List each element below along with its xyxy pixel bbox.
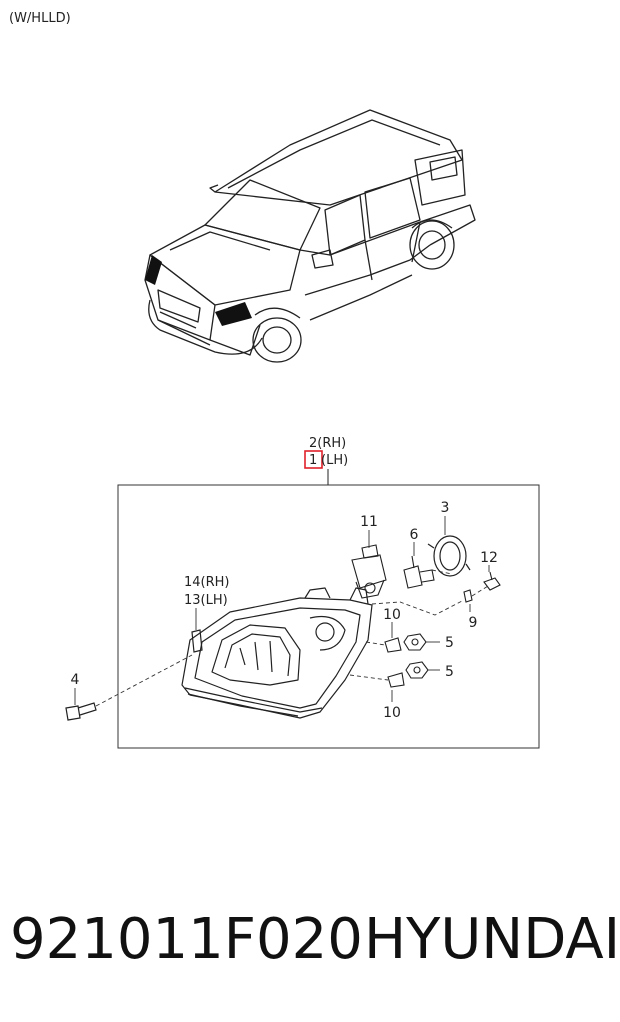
callout-main-lh-number: 1	[309, 453, 317, 468]
headlamp-right-marker	[215, 302, 252, 326]
part-number: 921011F020	[10, 907, 363, 972]
highlight-box	[304, 450, 323, 469]
callout-5a: 5	[445, 635, 454, 651]
part-5a-nut	[403, 633, 427, 651]
callout-10a: 10	[383, 607, 401, 623]
part-12-connector	[483, 571, 501, 591]
callout-10b: 10	[383, 705, 401, 721]
callout-5b: 5	[445, 664, 454, 680]
part-10b-screw	[387, 672, 405, 688]
assembly-frame	[117, 484, 540, 749]
part-3-cap	[427, 535, 471, 577]
variant-label: (W/HLLD)	[9, 11, 71, 26]
callout-14: 14(RH)	[184, 575, 230, 590]
part-9-clip	[463, 589, 473, 603]
headlamp-assembly	[181, 587, 373, 719]
callout-9: 9	[469, 615, 478, 631]
part-11-socket	[351, 544, 387, 599]
vehicle-illustration	[144, 109, 476, 363]
callout-12: 12	[480, 550, 498, 566]
callout-main-lh-suffix: (LH)	[321, 453, 348, 468]
callout-6: 6	[410, 527, 419, 543]
callout-4: 4	[71, 672, 80, 688]
callout-13: 13(LH)	[184, 593, 228, 608]
callout-11: 11	[360, 514, 378, 530]
part-4-bolt	[65, 702, 97, 721]
part-10a-screw	[384, 637, 402, 653]
headlamp-left-marker	[145, 255, 162, 285]
brand-name: HYUNDAI	[364, 907, 620, 972]
part-5b-nut	[405, 661, 429, 679]
footer: 921011F020 HYUNDAI	[0, 895, 620, 985]
part-6-bulb	[403, 555, 435, 589]
callout-main-rh: 2(RH)	[309, 436, 346, 451]
callout-3: 3	[441, 500, 450, 516]
